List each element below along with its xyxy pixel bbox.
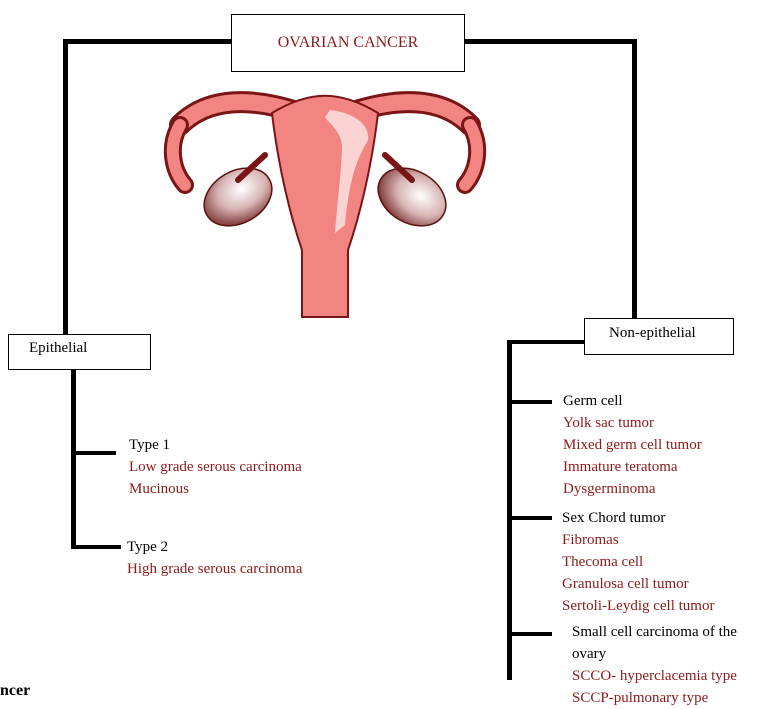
- type1-item: Mucinous: [129, 478, 302, 500]
- germ-cell-item: Mixed germ cell tumor: [563, 434, 702, 456]
- sex-chord-item: Granulosa cell tumor: [562, 573, 714, 595]
- sex-chord-connector: [507, 516, 552, 520]
- type2-item: High grade serous carcinoma: [127, 558, 302, 580]
- type2-title: Type 2: [127, 536, 302, 558]
- root-node-label: OVARIAN CANCER: [278, 34, 419, 52]
- germ-cell-connector: [507, 400, 552, 404]
- small-cell-item: SCCP-pulmonary type: [572, 687, 737, 709]
- non-epithelial-node-label: Non-epithelial: [609, 325, 696, 341]
- sex-chord-item: Sertoli-Leydig cell tumor: [562, 595, 714, 617]
- germ-cell-item: Yolk sac tumor: [563, 412, 702, 434]
- uterus-ovaries-illustration: [160, 85, 490, 325]
- epithelial-branch-vertical: [71, 370, 76, 549]
- type2-group: Type 2 High grade serous carcinoma: [127, 536, 302, 580]
- type1-group: Type 1 Low grade serous carcinoma Mucino…: [129, 434, 302, 500]
- caption-fragment: ncer: [0, 680, 30, 701]
- connector-root-left: [63, 39, 233, 44]
- type2-connector: [71, 545, 121, 549]
- epithelial-node-box: Epithelial: [8, 334, 151, 370]
- type1-title: Type 1: [129, 434, 302, 456]
- small-cell-title-continued: ovary: [572, 643, 737, 665]
- non-epithelial-box-connector: [507, 340, 584, 344]
- non-epithelial-branch-vertical: [507, 340, 512, 680]
- small-cell-item: SCCO- hyperclacemia type: [572, 665, 737, 687]
- germ-cell-item: Dysgerminoma: [563, 478, 702, 500]
- epithelial-node-label: Epithelial: [29, 340, 87, 356]
- sex-chord-item: Fibromas: [562, 529, 714, 551]
- sex-chord-title: Sex Chord tumor: [562, 507, 714, 529]
- type1-connector: [71, 451, 116, 455]
- connector-left-vertical: [63, 39, 68, 336]
- small-cell-title: Small cell carcinoma of the: [572, 621, 737, 643]
- sex-chord-item: Thecoma cell: [562, 551, 714, 573]
- small-cell-connector: [507, 632, 552, 636]
- sex-chord-group: Sex Chord tumor Fibromas Thecoma cell Gr…: [562, 507, 714, 617]
- germ-cell-title: Germ cell: [563, 390, 702, 412]
- root-node-box: OVARIAN CANCER: [231, 14, 465, 72]
- small-cell-group: Small cell carcinoma of the ovary SCCO- …: [572, 621, 737, 709]
- type1-item: Low grade serous carcinoma: [129, 456, 302, 478]
- connector-root-right: [462, 39, 636, 44]
- germ-cell-item: Immature teratoma: [563, 456, 702, 478]
- non-epithelial-node-box: Non-epithelial: [584, 318, 734, 355]
- germ-cell-group: Germ cell Yolk sac tumor Mixed germ cell…: [563, 390, 702, 500]
- connector-right-vertical: [632, 39, 637, 321]
